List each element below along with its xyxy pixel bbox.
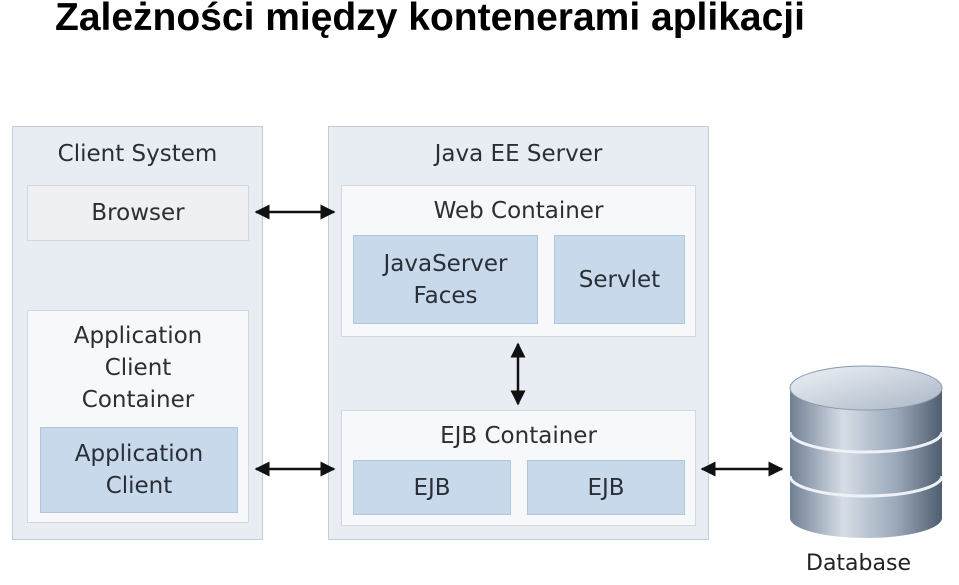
database-label: Database [806,551,911,576]
ejb-container-label: EJB Container [440,423,597,449]
servlet-label: Servlet [578,266,661,293]
web-container-label: Web Container [433,198,604,224]
browser-label: Browser [91,200,185,226]
servlet-box: Servlet [554,235,685,324]
app-client-label: Application Client [74,441,204,499]
client-system-label: Client System [57,141,218,167]
ejb-label-2: EJB [587,474,625,501]
database-icon [788,365,944,538]
javaserver-faces-box: JavaServer Faces [353,235,538,324]
ejb-box-2: EJB [527,460,685,515]
page-title: Zależności między kontenerami aplikacji [55,0,805,39]
javaserver-faces-label: JavaServer Faces [383,250,508,309]
java-ee-server-label: Java EE Server [434,141,603,167]
browser-box: Browser [27,185,249,241]
ejb-box-1: EJB [353,460,511,515]
app-client-box: Application Client [40,427,238,513]
app-client-container-label: Application Client Container [73,323,203,413]
ejb-label-1: EJB [413,474,451,501]
